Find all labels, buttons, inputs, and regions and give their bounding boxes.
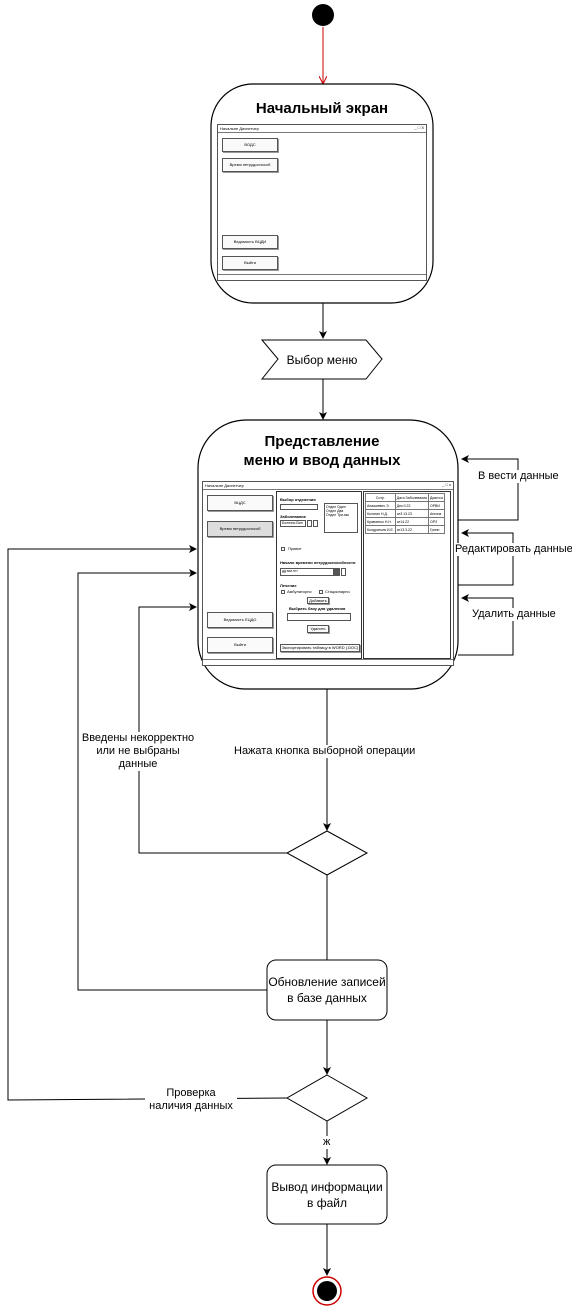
list-item-0: Отдел Один <box>326 505 346 509</box>
table-cell: Кондратьев И.Е. <box>365 525 396 534</box>
label-delete-data: Удалить данные <box>472 608 556 621</box>
decision-check <box>285 1074 369 1122</box>
entry-titlebar: Начальне Диспетчер _ □ x <box>203 482 453 490</box>
final-node-core <box>317 1281 337 1301</box>
form-radio-a <box>281 590 285 594</box>
list-item-2: Отдел Три-мы <box>326 513 350 517</box>
table-row: Анашкевич Э. Дек.0.22 ОРВИ <box>365 501 445 510</box>
table-cell: Кравченко Н.Н. <box>365 517 396 526</box>
label-enter-data: В вести данные <box>478 470 559 483</box>
label-invalid-line-2: или не выбраны <box>96 745 180 757</box>
table-cell: Грипп <box>427 525 445 534</box>
menu-choice-label: Выбор меню <box>286 353 358 367</box>
form-delete-label: Выбрать базу для удаления <box>289 606 346 611</box>
table-cell: ОРВИ <box>427 501 445 510</box>
table-cell: Колягин Н.Д. <box>365 509 396 518</box>
form-export-button: Экспортировать таблицу в WORD (.DOC) <box>280 644 360 652</box>
entry-table: Сотр. Дата Заболевания Диагноз Анашкевич… <box>365 493 445 534</box>
calendar-icon <box>333 569 339 575</box>
form-option-a: Амбулаторно <box>287 589 312 594</box>
output-line-1: Вывод информации <box>271 1179 383 1194</box>
entry-form-panel: Выбор отделения Отдел Один Отдел Два Отд… <box>276 491 362 659</box>
entry-btn-vcds: ВЦДС <box>207 495 273 511</box>
data-entry-title-2: меню и ввод данных <box>243 452 401 469</box>
output-node-label: Вывод информации в файл <box>267 1165 387 1224</box>
start-screen-title: Начальный экран <box>255 100 389 117</box>
form-time-label: Начало времени нетрудоспособности <box>280 560 356 565</box>
form-treatment-label: Лечение <box>280 583 297 588</box>
label-invalid-line-3: данные <box>118 758 158 770</box>
entry-btn-report: Ведомость ЕЦДО <box>207 612 273 628</box>
table-header: Диагноз <box>427 493 445 502</box>
preview-statusbar <box>218 274 426 280</box>
form-radio-b <box>319 590 323 594</box>
data-entry-preview: Начальне Диспетчер _ □ x ВЦДС Время нетр… <box>202 481 454 666</box>
form-delete-button: Удалить <box>307 625 329 633</box>
form-disease-label: Заболевание <box>280 514 306 519</box>
entry-table-panel: Сотр. Дата Заболевания Диагноз Анашкевич… <box>363 491 451 659</box>
loop-edit <box>458 529 514 586</box>
table-cell: ат14.22 <box>394 517 429 526</box>
table-cell: Анашкевич Э. <box>365 501 396 510</box>
table-header: Дата Заболевания <box>394 493 429 502</box>
preview-btn-report: Ведомость ВЦДИ <box>222 235 278 249</box>
preview-titlebar: Начальне Диспетчер _ □ X <box>218 125 426 133</box>
data-entry-title-1: Представление <box>264 433 380 450</box>
update-node-label: Обновление записей в базе данных <box>267 960 387 1020</box>
table-cell: ОРЗ <box>427 517 445 526</box>
form-vaccinated-label: Привит <box>288 546 302 551</box>
start-screen-preview: Начальне Диспетчер _ □ X ВОДС Время нетр… <box>217 124 427 281</box>
list-item-1: Отдел Два <box>326 509 344 513</box>
table-row: Кондратьев И.Е. ат13.3.22 Грипп <box>365 525 445 534</box>
decision-validate <box>285 830 369 876</box>
label-edit-data: Редактировать данные <box>455 543 572 556</box>
table-row: Колягин Н.Д. ат3.13.23 Ангина <box>365 509 445 518</box>
form-disease-field: Болезнь Вин <box>280 520 306 527</box>
loop-delete <box>458 594 514 656</box>
preview-btn-vods: ВОДС <box>222 138 278 152</box>
initial-node <box>312 4 334 26</box>
edge-update-return <box>77 569 267 991</box>
menu-choice-signal <box>260 339 383 380</box>
form-option-b: Стационарно <box>325 589 350 594</box>
form-time-dropdown <box>341 568 346 576</box>
label-invalid-line-1: Введены некорректно <box>81 732 195 744</box>
edge-invalid-return <box>138 603 287 854</box>
table-header: Сотр. <box>365 493 396 502</box>
update-line-1: Обновление записей <box>268 975 386 989</box>
preview-btn-time: Время нетрудоспособ <box>222 158 278 172</box>
form-disease-spin2 <box>313 520 318 527</box>
loop-enter <box>458 455 519 521</box>
preview-window-controls: _ □ X <box>414 125 424 130</box>
table-cell: Дек.0.22 <box>394 501 429 510</box>
label-operation: Нажата кнопка выборной операции <box>234 745 416 758</box>
label-invalid: Введены некорректно или не выбраны данны… <box>80 732 196 771</box>
table-cell: ат13.3.22 <box>394 525 429 534</box>
form-dept-field <box>280 504 318 510</box>
table-header-row: Сотр. Дата Заболевания Диагноз <box>365 493 445 502</box>
update-line-2: в базе данных <box>287 991 367 1005</box>
table-cell: Ангина <box>427 509 445 518</box>
entry-window-controls: _ □ x <box>442 482 451 487</box>
form-dept-label: Выбор отделения <box>280 497 316 502</box>
preview-window-title: Начальне Диспетчер <box>220 126 259 131</box>
label-check-line-1: Проверка <box>166 1087 216 1099</box>
form-delete-select <box>287 613 351 621</box>
entry-btn-exit: Выйти <box>207 637 273 653</box>
label-guard: ж <box>323 1136 331 1149</box>
entry-statusbar <box>203 659 453 665</box>
form-disease-spin <box>307 520 312 527</box>
table-row: Кравченко Н.Н. ат14.22 ОРЗ <box>365 517 445 526</box>
preview-btn-exit: Выйти <box>222 256 278 270</box>
form-vaccinated-checkbox <box>281 547 285 551</box>
form-add-button: Добавить <box>307 597 329 604</box>
label-check: Проверка наличия данных <box>145 1087 237 1113</box>
entry-window-title: Начальне Диспетчер <box>205 483 244 488</box>
label-check-line-2: наличия данных <box>149 1100 233 1112</box>
output-line-2: в файл <box>307 1195 347 1210</box>
form-dept-list: Отдел Один Отдел Два Отдел Три-мы <box>324 503 358 533</box>
entry-btn-time: Время нетрудоспособ <box>207 521 273 537</box>
form-time-field: дд.мм.гггг <box>280 568 340 576</box>
table-cell: ат3.13.23 <box>394 509 429 518</box>
